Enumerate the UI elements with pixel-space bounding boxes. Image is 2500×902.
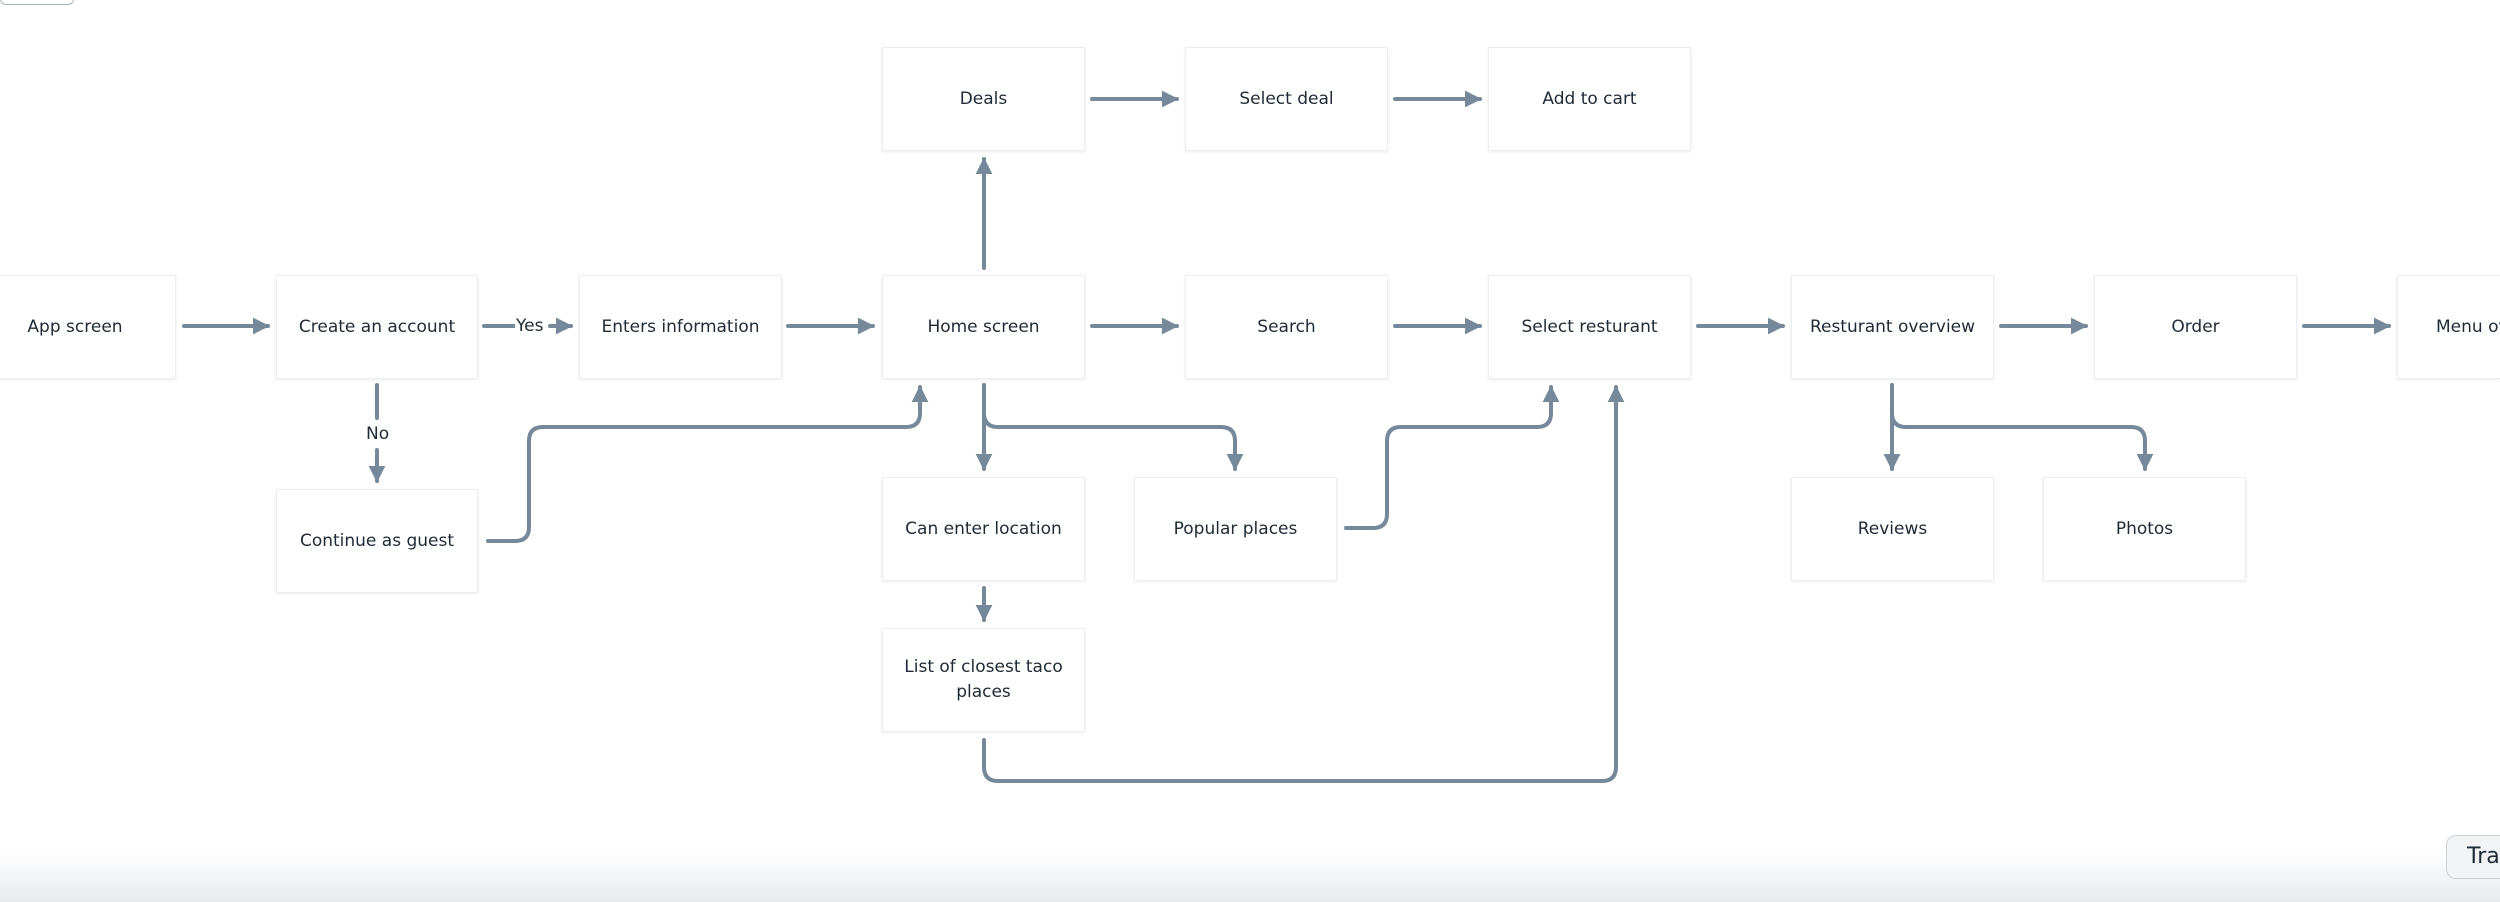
node-app-screen[interactable]: App screen (0, 275, 176, 379)
node-continue-as-guest[interactable]: Continue as guest (276, 489, 478, 593)
node-menu-overview[interactable]: Menu ov (2397, 275, 2500, 379)
node-list-closest-taco-places[interactable]: List of closest taco places (882, 628, 1085, 732)
node-add-to-cart[interactable]: Add to cart (1488, 47, 1691, 151)
edge-label-no: No (365, 424, 391, 444)
bottom-toolbar-shade (0, 852, 2500, 902)
edge-overview-to-photos (1890, 383, 2154, 471)
edge-popular-to-select (1344, 385, 1560, 530)
node-create-account[interactable]: Create an account (276, 275, 478, 379)
node-deals[interactable]: Deals (882, 47, 1085, 151)
node-can-enter-location[interactable]: Can enter location (882, 477, 1085, 581)
edge-guest-to-home (486, 385, 929, 543)
node-select-restaurant[interactable]: Select resturant (1488, 275, 1691, 379)
node-restaurant-overview[interactable]: Resturant overview (1791, 275, 1994, 379)
node-popular-places[interactable]: Popular places (1134, 477, 1337, 581)
bottom-tab-button[interactable]: Tra (2446, 835, 2500, 879)
node-order[interactable]: Order (2094, 275, 2297, 379)
edge-home-to-popular (982, 383, 1244, 471)
node-search[interactable]: Search (1185, 275, 1388, 379)
edge-list-to-select (982, 385, 1625, 783)
node-enters-information[interactable]: Enters information (579, 275, 782, 379)
node-photos[interactable]: Photos (2043, 477, 2246, 581)
node-home-screen[interactable]: Home screen (882, 275, 1085, 379)
node-select-deal[interactable]: Select deal (1185, 47, 1388, 151)
edge-label-yes: Yes (515, 316, 545, 336)
node-reviews[interactable]: Reviews (1791, 477, 1994, 581)
corner-tab[interactable] (0, 0, 74, 5)
